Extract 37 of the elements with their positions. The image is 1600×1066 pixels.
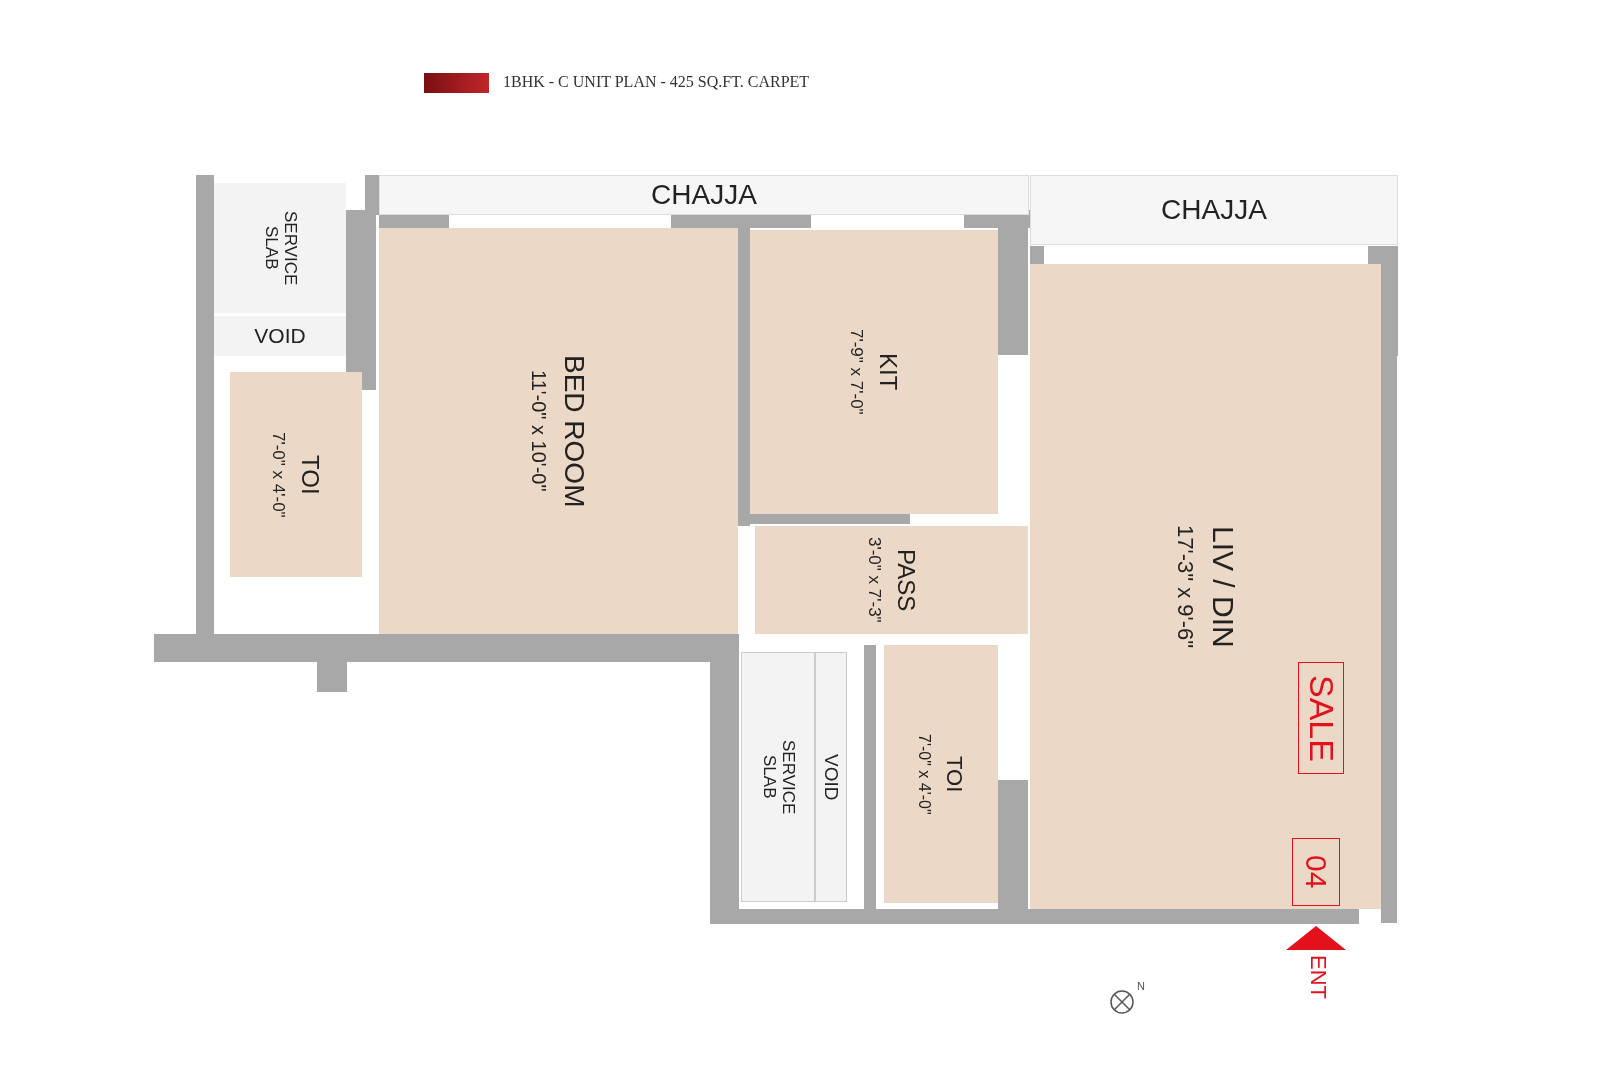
unit-number: 04 — [1299, 855, 1333, 889]
overhang-label: CHAJJA — [1161, 194, 1267, 226]
status-label: SALE — [1301, 674, 1341, 762]
room-area — [750, 230, 998, 514]
room-name: TOI — [941, 755, 967, 793]
room-area — [214, 183, 346, 313]
plan-title: 1BHK - C UNIT PLAN - 425 SQ.FT. CARPET — [503, 73, 810, 91]
entrance-label: ENT — [1305, 955, 1331, 999]
room-area — [884, 645, 998, 903]
room-area — [741, 652, 815, 902]
room-dimensions: 17'-3" x 9'-6" — [1171, 524, 1198, 649]
room-area — [230, 372, 362, 577]
room-area — [379, 228, 738, 634]
room-dimensions: 7'-0" x 4'-0" — [268, 431, 288, 518]
room-dimensions: 7'-0" x 4'-0" — [915, 733, 933, 815]
room-name: TOI — [296, 454, 324, 495]
room-area — [1030, 264, 1381, 909]
room-area — [214, 316, 346, 356]
north-label: N — [1137, 980, 1145, 992]
unit-frame — [1292, 838, 1340, 906]
room-name: LIV / DIN — [1205, 525, 1240, 648]
status-frame — [1298, 662, 1344, 774]
area-label: VOID — [254, 324, 306, 348]
area-label: SERVICE SLAB — [261, 209, 299, 288]
room-name: PASS — [891, 548, 920, 612]
room-area — [755, 526, 1028, 634]
room-dimensions: 11'-0" x 10'-0" — [527, 370, 550, 492]
room-dimensions: 3'-0" x 7'-3" — [863, 537, 884, 623]
room-dimensions: 7'-9" x 7'-0" — [846, 329, 866, 415]
room-name: BED ROOM — [558, 354, 590, 508]
room-name: KIT — [874, 353, 902, 391]
overhang-band — [1030, 175, 1398, 245]
overhang-band — [379, 175, 1029, 215]
room-area — [815, 652, 847, 902]
area-label: VOID — [820, 753, 842, 801]
area-label: SERVICE SLAB — [759, 738, 797, 817]
overhang-label: CHAJJA — [651, 179, 757, 211]
